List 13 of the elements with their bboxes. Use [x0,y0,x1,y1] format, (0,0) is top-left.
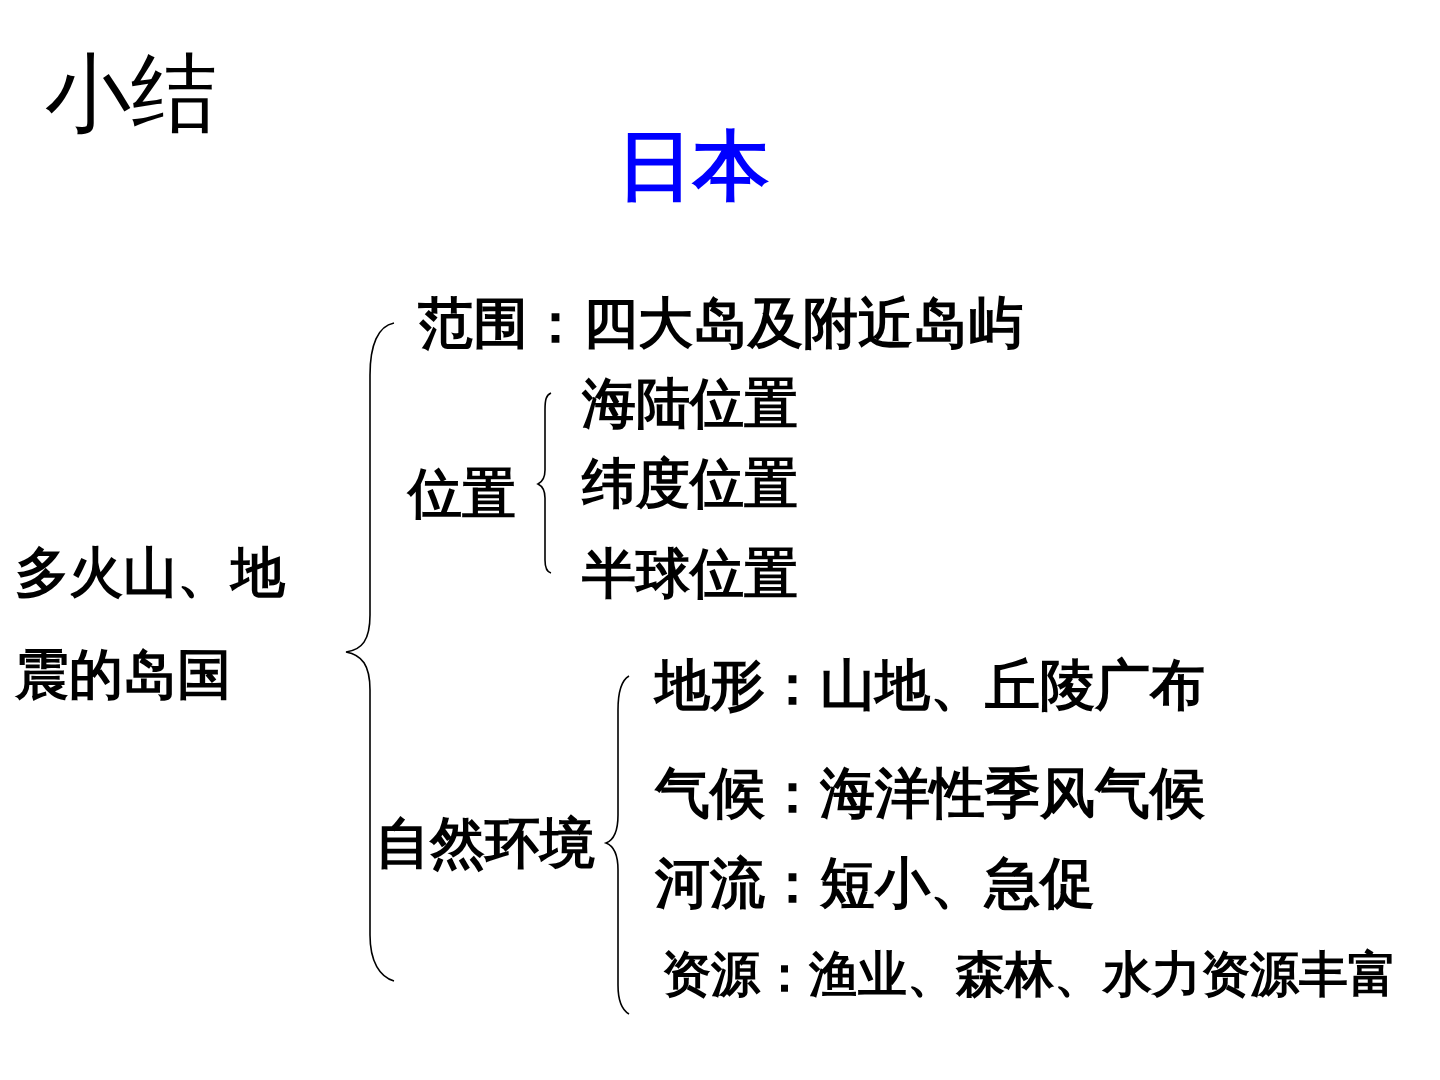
item-label: 资源：渔业、森林、水力资源丰富 [662,950,1397,999]
item-label: 纬度位置 [582,456,798,510]
item-label: 海陆位置 [582,376,798,430]
item-label: 气候：海洋性季风气候 [655,766,1205,821]
diagram-title: 日本 [617,128,769,204]
slide-heading: 小结 [45,50,217,136]
topic-label: 多火山、地震的岛国 [15,541,286,706]
item-label: 地形：山地、丘陵广布 [655,658,1205,713]
category-label: 位置 [408,466,516,520]
item-label: 半球位置 [582,546,798,600]
item-label: 河流：短小、急促 [655,856,1095,911]
category-label: 范围：四大岛及附近岛屿 [418,296,1023,351]
category-label: 自然环境 [375,816,595,871]
